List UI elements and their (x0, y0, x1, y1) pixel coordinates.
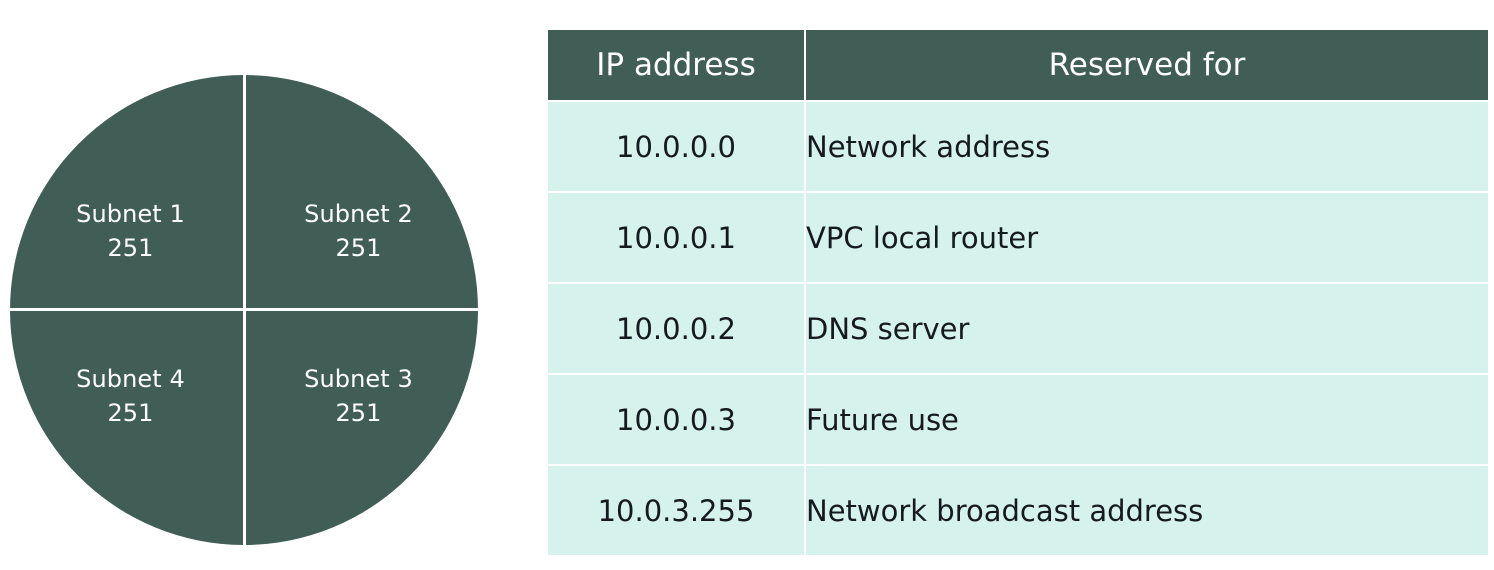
cell-ip-address: 10.0.0.1 (548, 193, 804, 282)
table-row: 10.0.0.3 Future use (548, 375, 1488, 464)
vpc-subnet-quadrant-diagram: Subnet 1 251 Subnet 2 251 Subnet 3 251 S… (10, 75, 478, 545)
cell-reserved-for: Network broadcast address (806, 466, 1488, 555)
cell-ip-address: 10.0.0.2 (548, 284, 804, 373)
cell-reserved-for: DNS server (806, 284, 1488, 373)
pie-slice-count-subnet-3: 251 (335, 399, 382, 427)
column-header-ip-address: IP address (548, 30, 804, 100)
table-row: 10.0.3.255 Network broadcast address (548, 466, 1488, 555)
cell-reserved-for: VPC local router (806, 193, 1488, 282)
cell-ip-address: 10.0.3.255 (548, 466, 804, 555)
reserved-ip-address-table: IP address Reserved for 10.0.0.0 Network… (546, 28, 1490, 557)
pie-slice-name-subnet-3: Subnet 3 (304, 365, 413, 393)
table-row: 10.0.0.2 DNS server (548, 284, 1488, 373)
pie-slice-label-subnet-2: Subnet 2 251 (256, 197, 461, 265)
pie-slice-count-subnet-2: 251 (335, 234, 382, 262)
pie-slice-count-subnet-1: 251 (107, 234, 154, 262)
pie-slice-name-subnet-2: Subnet 2 (304, 200, 413, 228)
cell-reserved-for: Network address (806, 102, 1488, 191)
column-header-reserved-for: Reserved for (806, 30, 1488, 100)
pie-slice-label-subnet-4: Subnet 4 251 (28, 362, 233, 430)
pie-slice-name-subnet-4: Subnet 4 (76, 365, 185, 393)
table-body: 10.0.0.0 Network address 10.0.0.1 VPC lo… (548, 102, 1488, 555)
pie-slice-label-subnet-1: Subnet 1 251 (28, 197, 233, 265)
cell-ip-address: 10.0.0.0 (548, 102, 804, 191)
pie-slice-label-subnet-3: Subnet 3 251 (256, 362, 461, 430)
table-row: 10.0.0.1 VPC local router (548, 193, 1488, 282)
table-header-row: IP address Reserved for (548, 30, 1488, 100)
table-header: IP address Reserved for (548, 30, 1488, 100)
pie-slice-name-subnet-1: Subnet 1 (76, 200, 185, 228)
table-row: 10.0.0.0 Network address (548, 102, 1488, 191)
pie-horizontal-divider (10, 308, 478, 311)
cell-ip-address: 10.0.0.3 (548, 375, 804, 464)
cell-reserved-for: Future use (806, 375, 1488, 464)
pie-slice-count-subnet-4: 251 (107, 399, 154, 427)
pie-circle-shape (10, 75, 478, 545)
